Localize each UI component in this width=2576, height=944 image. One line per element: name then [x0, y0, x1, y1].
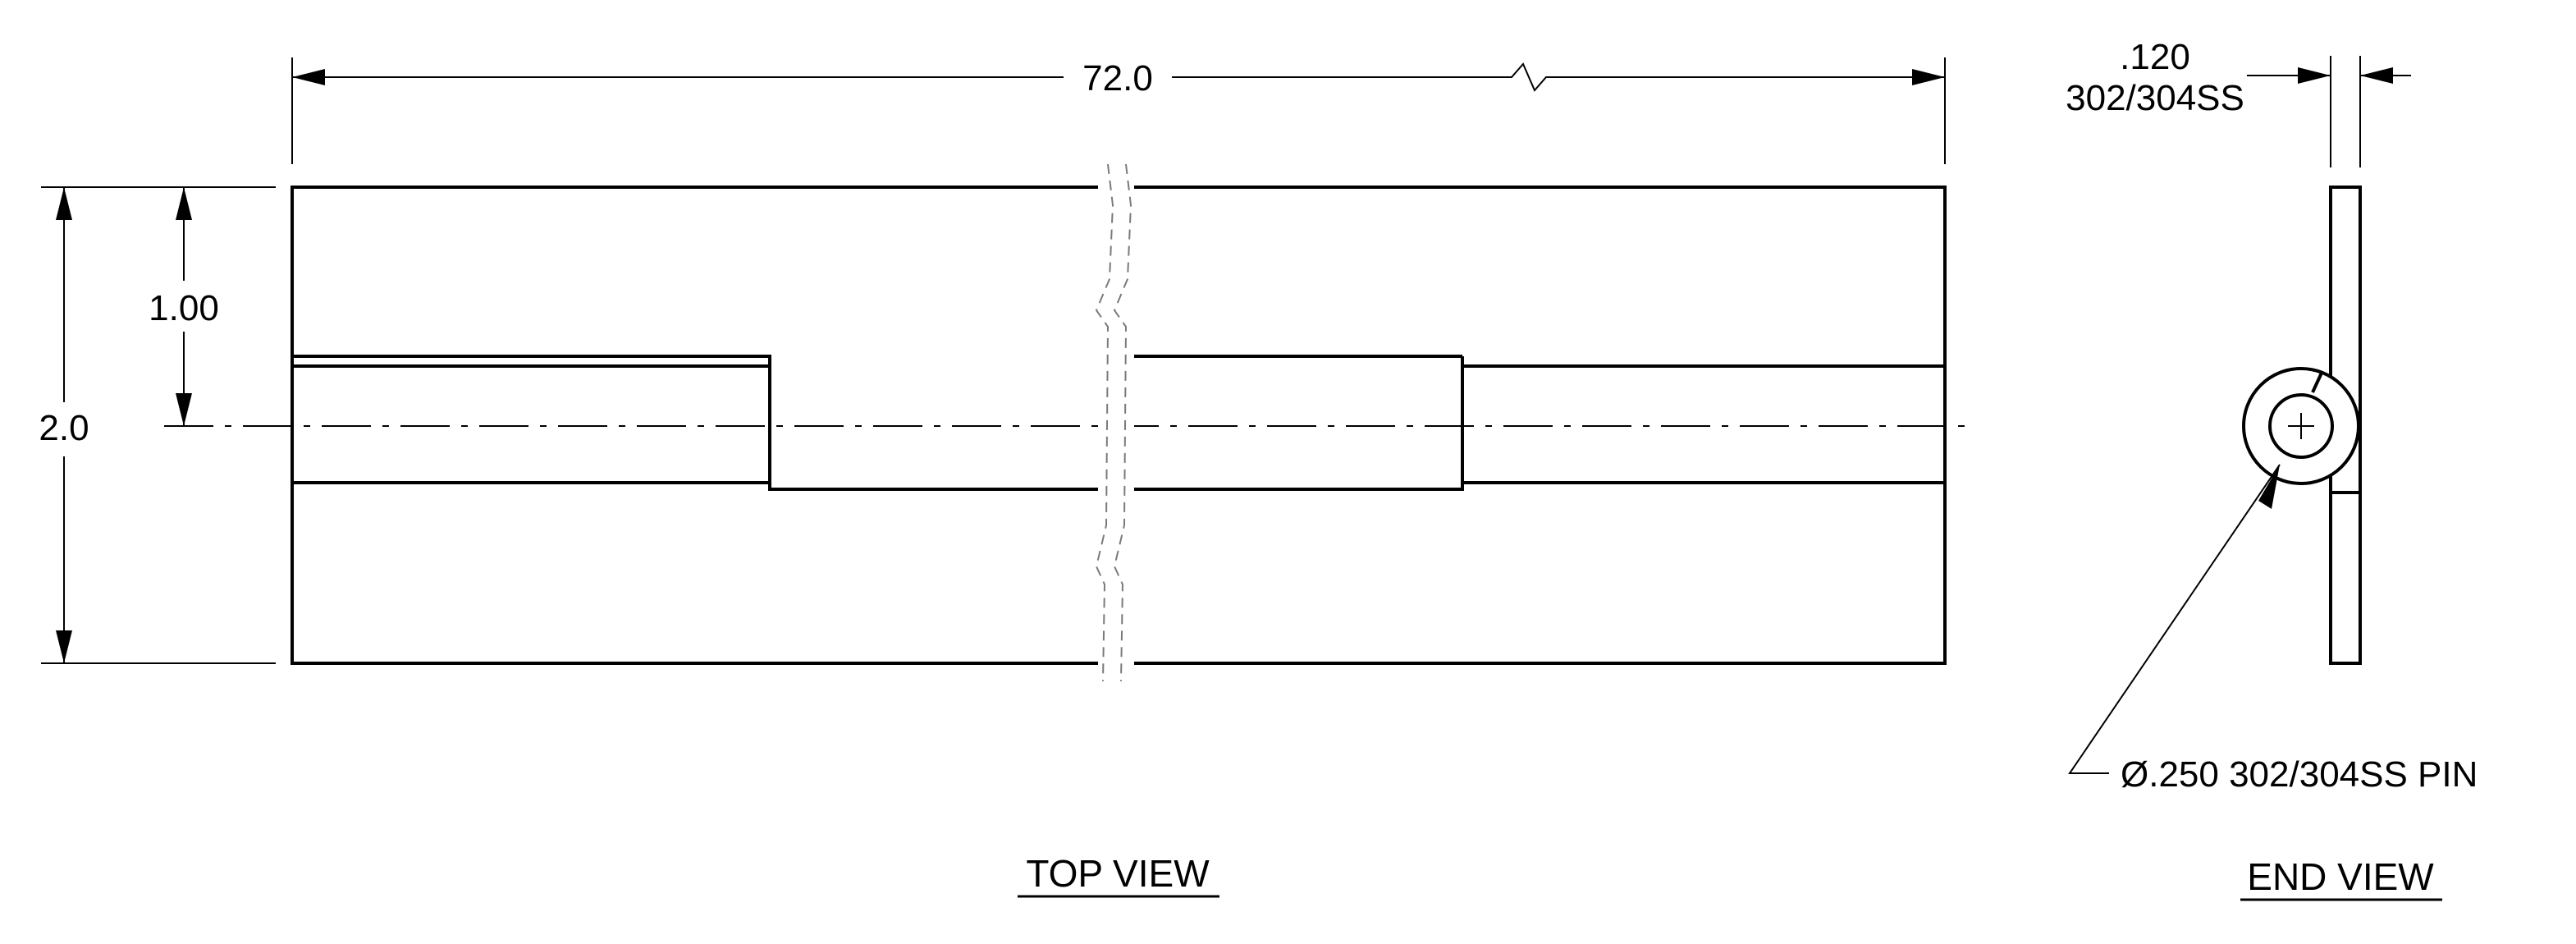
thickness-arrow-left: [2298, 67, 2331, 84]
width-arrow-top: [56, 187, 72, 220]
length-dim-label: 72.0: [1082, 58, 1153, 99]
width-dim-label: 2.0: [39, 408, 89, 448]
top-view: 72.0 2.0 1.00 TOP VIEW: [39, 57, 1970, 898]
break-gap: [1098, 164, 1134, 690]
offset-dim-label: 1.00: [149, 288, 219, 328]
knuckle-lower-line: [292, 356, 1464, 491]
width-arrow-bottom: [56, 630, 72, 663]
end-view-title: END VIEW: [2247, 855, 2434, 898]
break-line-left: [1095, 163, 1114, 682]
end-view: .120 302/304SS Ø.250 302/304SS PIN END V…: [2066, 37, 2478, 901]
offset-arrow-top: [176, 187, 192, 220]
length-dim-line: [292, 62, 1945, 92]
thickness-arrow-right: [2360, 67, 2393, 84]
thickness-dim-label: .120: [2120, 37, 2190, 77]
knuckle-split: [2311, 370, 2324, 393]
knuckle-upper-line: [292, 355, 1945, 368]
top-view-title: TOP VIEW: [1026, 852, 1210, 895]
pin-note-label: Ø.250 302/304SS PIN: [2121, 754, 2478, 795]
length-arrow-right: [1912, 69, 1945, 85]
pin-leader-line: [2068, 464, 2281, 774]
break-line-right: [1113, 163, 1132, 682]
pin-leader-arrow: [2258, 465, 2280, 509]
length-arrow-left: [292, 69, 325, 85]
offset-arrow-bottom: [176, 393, 192, 426]
thickness-material-label: 302/304SS: [2066, 78, 2244, 118]
